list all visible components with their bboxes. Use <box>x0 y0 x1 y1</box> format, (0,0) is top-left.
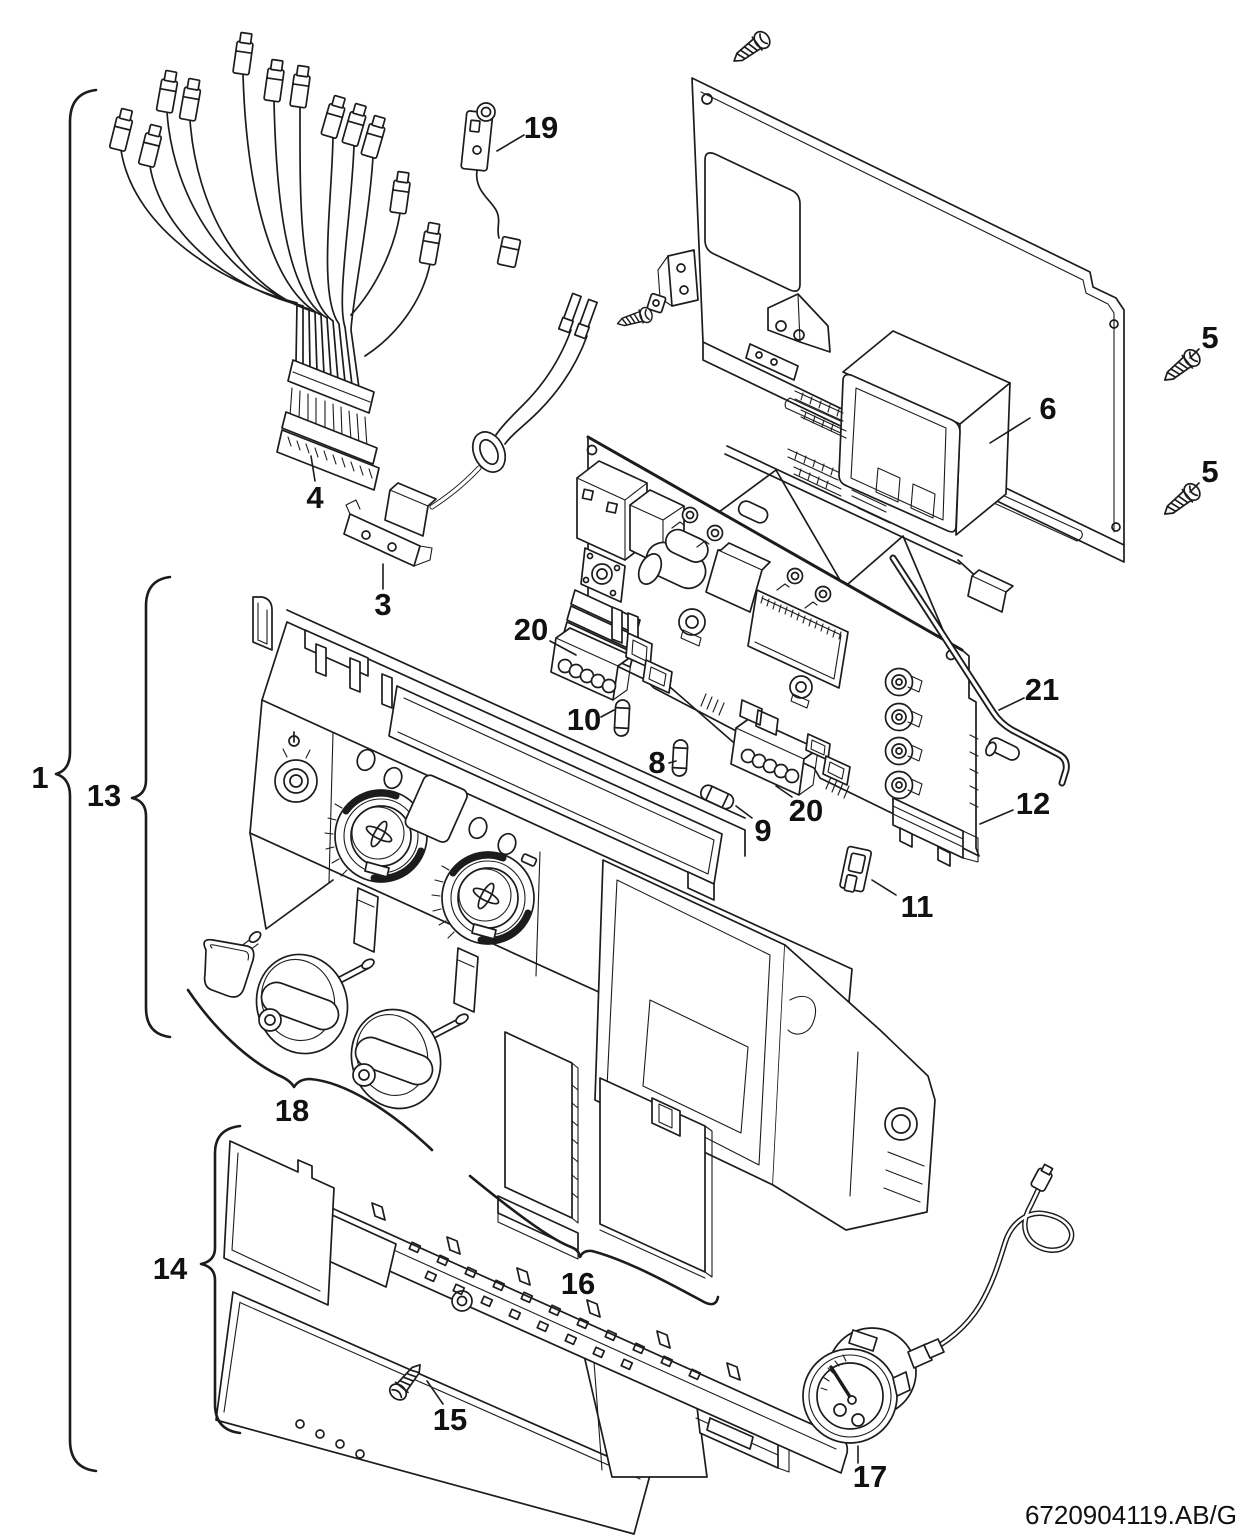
leader-10-8 <box>600 709 615 718</box>
callout-13-11: 13 <box>87 778 121 813</box>
callout-19-17: 19 <box>524 110 558 145</box>
pcb-board <box>562 435 1014 867</box>
screw-5a <box>1158 345 1204 388</box>
callout-18-16: 18 <box>275 1093 309 1128</box>
callout-15-13: 15 <box>433 1402 467 1437</box>
screw-5b <box>1158 479 1204 522</box>
callout-5-3: 5 <box>1201 320 1218 355</box>
leader-9-7 <box>735 805 753 819</box>
leader-19-17 <box>496 134 525 152</box>
group-braces <box>54 88 242 1473</box>
leader-11-9 <box>871 879 897 896</box>
callout-3-1: 3 <box>374 587 391 622</box>
wire-form <box>889 554 1070 787</box>
callout-6-5: 6 <box>1039 391 1056 426</box>
callout-5-4: 5 <box>1201 454 1218 489</box>
leader-5-3 <box>1189 348 1200 359</box>
callout-11-9: 11 <box>901 889 934 924</box>
inner-panels <box>497 1031 713 1279</box>
callout-8-6: 8 <box>648 745 665 780</box>
terminal-block-left <box>550 627 673 701</box>
callout-16-14: 16 <box>561 1266 595 1301</box>
callout-9-7: 9 <box>754 813 771 848</box>
callout-20-19: 20 <box>789 793 823 828</box>
leader-6-5 <box>989 417 1031 444</box>
wire-harness <box>108 31 442 491</box>
leader-5-4 <box>1189 482 1200 493</box>
brace-14 <box>199 1124 242 1435</box>
lower-flap <box>215 1291 651 1535</box>
drawing-code: 6720904119.AB/G <box>1025 1500 1237 1530</box>
screw-top <box>727 27 774 70</box>
bracket-16 <box>468 1174 720 1306</box>
brace-13 <box>130 575 172 1039</box>
clip-11 <box>839 845 873 893</box>
callout-21-20: 21 <box>1025 672 1059 707</box>
brace-1 <box>54 88 98 1473</box>
transformer <box>787 330 1011 536</box>
callout-10-8: 10 <box>567 702 601 737</box>
sensor-bracket <box>460 102 522 269</box>
leader-12-10 <box>979 809 1014 825</box>
cable-assembly <box>343 292 598 567</box>
leader-4-2 <box>310 455 316 482</box>
dial-right <box>431 851 535 945</box>
fascia <box>223 1140 849 1478</box>
pressure-gauge <box>802 1163 1075 1444</box>
leader-20-18 <box>549 640 577 656</box>
leader-20-19 <box>775 785 793 798</box>
callout-14-12: 14 <box>153 1251 188 1286</box>
callout-1-0: 1 <box>31 760 48 795</box>
screw-left <box>614 305 655 332</box>
terminal-block-right <box>730 699 851 796</box>
dial-left <box>324 789 428 883</box>
leader-15-13 <box>426 1380 444 1405</box>
leader-8-6 <box>668 760 677 764</box>
callout-4-2: 4 <box>306 480 324 515</box>
fuse-8 <box>671 739 689 777</box>
fuse-10 <box>613 699 631 737</box>
knobs <box>203 930 469 1110</box>
callout-20-18: 20 <box>514 612 548 647</box>
bracket-18 <box>186 988 434 1152</box>
callout-12-10: 12 <box>1016 786 1050 821</box>
fuse-9 <box>699 784 735 810</box>
callout-17-15: 17 <box>853 1459 887 1494</box>
leader-21-20 <box>998 697 1025 711</box>
